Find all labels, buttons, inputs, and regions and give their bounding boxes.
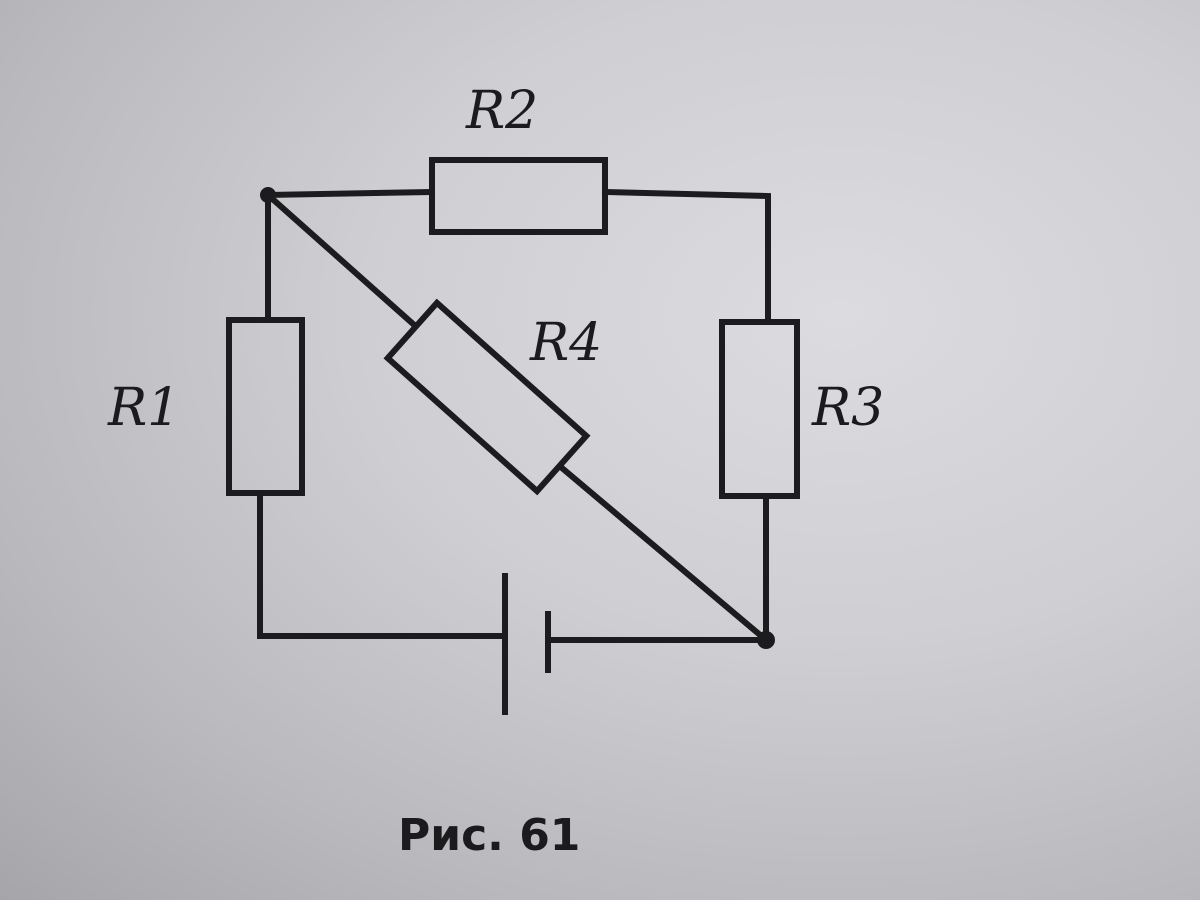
label-r2: R2: [465, 81, 538, 141]
wire-bottom: [257, 490, 769, 643]
node-bottom-right: [757, 631, 775, 649]
resistor-r3: [719, 319, 800, 499]
resistor-r1: [226, 317, 305, 496]
label-r1: R1: [107, 378, 180, 438]
resistor-r2: [429, 157, 608, 235]
label-r4: R4: [529, 313, 602, 373]
figure-caption: Рис. 61: [398, 810, 580, 861]
resistor-r4: [383, 298, 591, 496]
wire-top: [264, 188, 771, 325]
node-top-left: [260, 187, 276, 203]
wire-diagonal: [263, 190, 771, 645]
label-r3: R3: [811, 378, 884, 438]
